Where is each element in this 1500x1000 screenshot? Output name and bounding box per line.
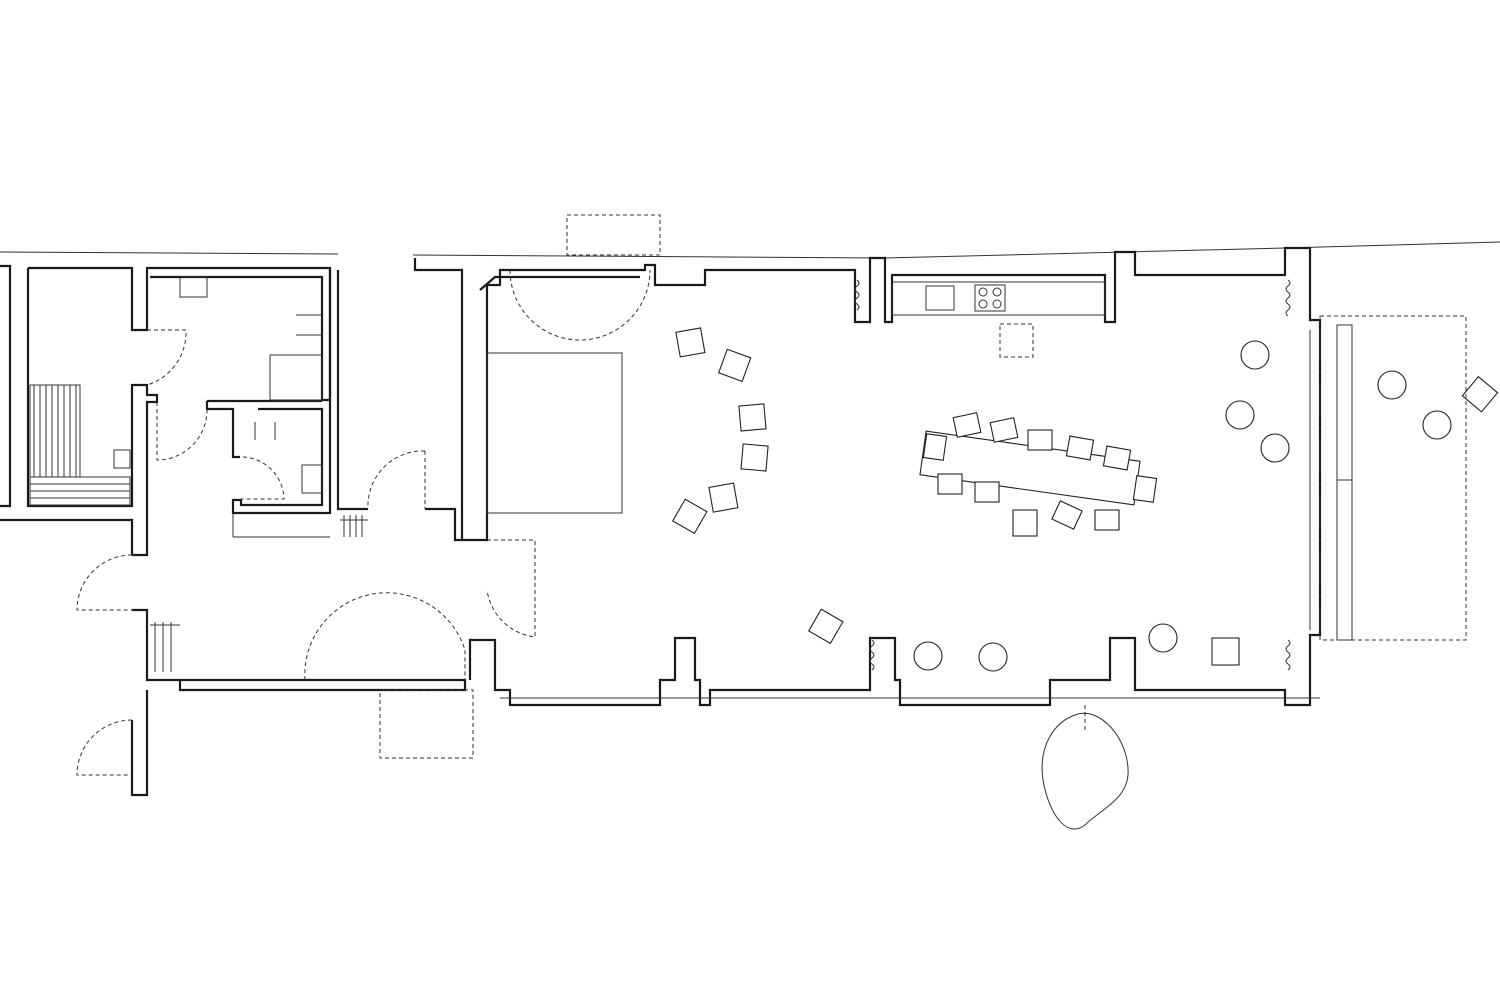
door-swings [76, 214, 661, 776]
bathroom-fixtures [179, 276, 323, 494]
pond [1041, 712, 1129, 830]
stairs [150, 515, 368, 672]
site-boundary-line [0, 241, 1500, 259]
sauna-stove-icon [113, 449, 131, 469]
round-chairs [913, 340, 1452, 672]
lounge-chairs [671, 327, 1499, 666]
bed [486, 352, 623, 514]
dining-chairs [922, 412, 1158, 537]
terrace [1319, 315, 1467, 641]
left-rooms-walls [0, 258, 467, 797]
curtains [854, 279, 1291, 671]
kitchen-counter [891, 281, 1106, 358]
sauna-bench [29, 384, 131, 506]
main-room-walls [462, 246, 1322, 707]
